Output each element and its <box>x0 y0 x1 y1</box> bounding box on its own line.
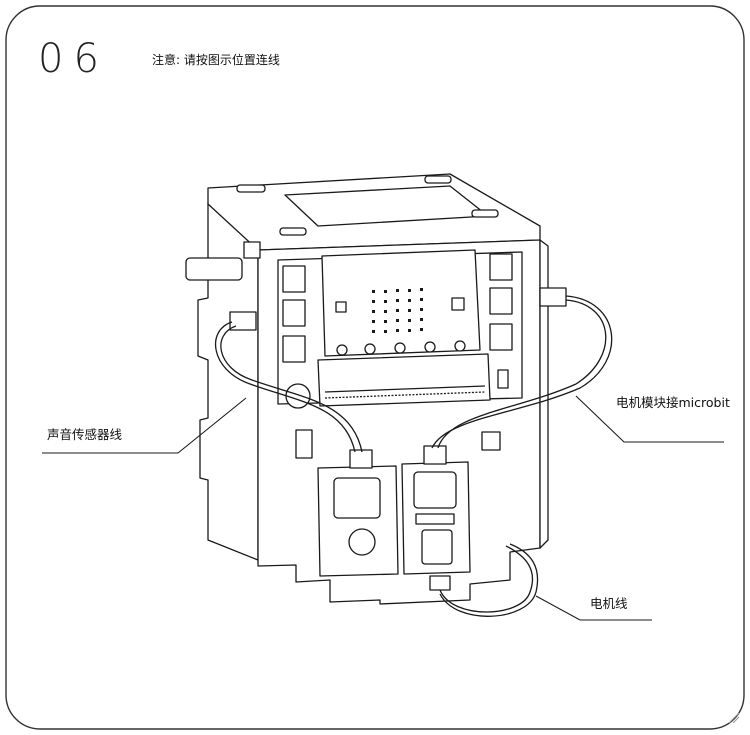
page-corner-mark-icon <box>728 712 740 724</box>
sound-sensor-module <box>185 257 243 281</box>
wires <box>215 295 613 617</box>
sound-sensor-connector <box>229 311 257 331</box>
motor-module-wire <box>431 295 613 449</box>
edge-connector <box>317 353 491 407</box>
leader-lines <box>42 395 724 621</box>
label-motor-module-to-microbit: 电机模块接microbit <box>616 395 730 410</box>
microbit-led-matrix <box>372 288 423 333</box>
motor-wire <box>439 545 534 613</box>
label-motor-wire: 电机线 <box>590 596 628 611</box>
step-note: 注意: 请按图示位置连线 <box>152 53 280 67</box>
microbit-connector <box>539 287 567 307</box>
sound-sensor-wire <box>215 321 356 453</box>
leader-motor-module <box>575 395 724 443</box>
side-panel-right <box>539 239 549 549</box>
leader-sound-sensor <box>42 397 247 454</box>
step-number: 06 <box>38 36 109 82</box>
microbit-board <box>321 249 481 357</box>
page-frame <box>5 5 745 730</box>
label-sound-sensor-wire: 声音传感器线 <box>47 427 123 442</box>
assembly-drawing <box>185 173 567 605</box>
pin-headers-right <box>489 253 513 351</box>
pin-headers-left <box>282 265 306 363</box>
leader-motor-wire <box>535 595 652 621</box>
